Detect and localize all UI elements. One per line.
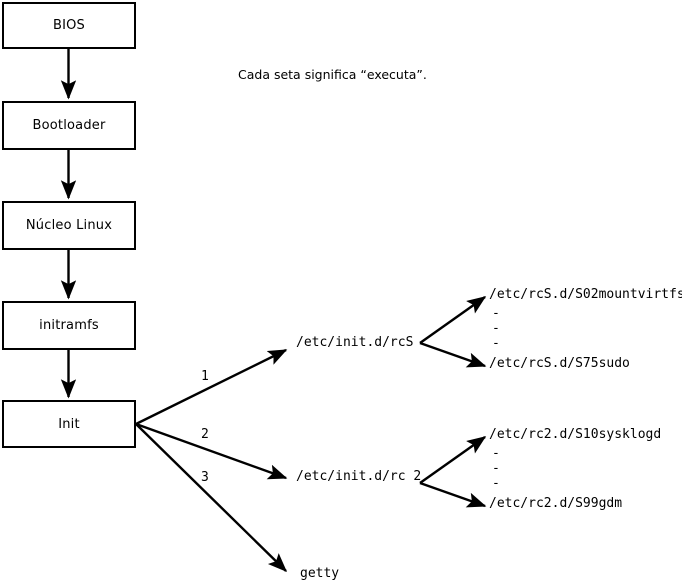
node-kernel: Núcleo Linux — [2, 201, 136, 250]
branch-number-2: 2 — [201, 427, 209, 442]
connector-init-branch-1 — [135, 348, 288, 426]
branch-label-rc2: /etc/init.d/rc 2 — [296, 469, 422, 484]
branch-number-3: 3 — [201, 470, 209, 485]
rc2-script-last: /etc/rc2.d/S99gdm — [489, 496, 623, 511]
connector-rcs-last — [419, 341, 487, 368]
node-bios-label: BIOS — [52, 18, 86, 33]
node-init: Init — [2, 400, 136, 448]
node-bootloader: Bootloader — [2, 101, 136, 150]
connector-init-branch-3 — [135, 423, 288, 573]
rcs-ellipsis-dash-2: - — [492, 321, 500, 336]
connector-rc2-last — [419, 481, 487, 508]
connector-rc2-first — [419, 436, 487, 484]
rcs-ellipsis-dash-1: - — [492, 306, 500, 321]
node-initramfs: initramfs — [2, 301, 136, 350]
node-bios: BIOS — [2, 2, 136, 49]
node-init-label: Init — [58, 416, 80, 432]
branch-label-rcs: /etc/init.d/rcS — [296, 335, 414, 350]
node-initramfs-label: initramfs — [39, 318, 99, 333]
rc2-ellipsis-dash-2: - — [492, 461, 500, 476]
rcs-ellipsis-dash-3: - — [492, 336, 500, 351]
branch-label-getty: getty — [300, 566, 340, 581]
rcs-script-last: /etc/rcS.d/S75sudo — [489, 356, 630, 371]
rc2-script-first: /etc/rc2.d/S10sysklogd — [489, 427, 662, 442]
legend-note: Cada seta significa “executa”. — [238, 67, 427, 82]
node-bootloader-label: Bootloader — [32, 118, 106, 133]
rc2-ellipsis-dash-1: - — [492, 446, 500, 461]
connector-init-branch-2 — [135, 422, 288, 480]
node-kernel-label: Núcleo Linux — [25, 218, 113, 233]
connector-rcs-first — [419, 296, 487, 344]
rcs-script-first: /etc/rcS.d/S02mountvirtfs — [489, 287, 682, 302]
rc2-ellipsis-dash-3: - — [492, 476, 500, 491]
branch-number-1: 1 — [201, 369, 209, 384]
